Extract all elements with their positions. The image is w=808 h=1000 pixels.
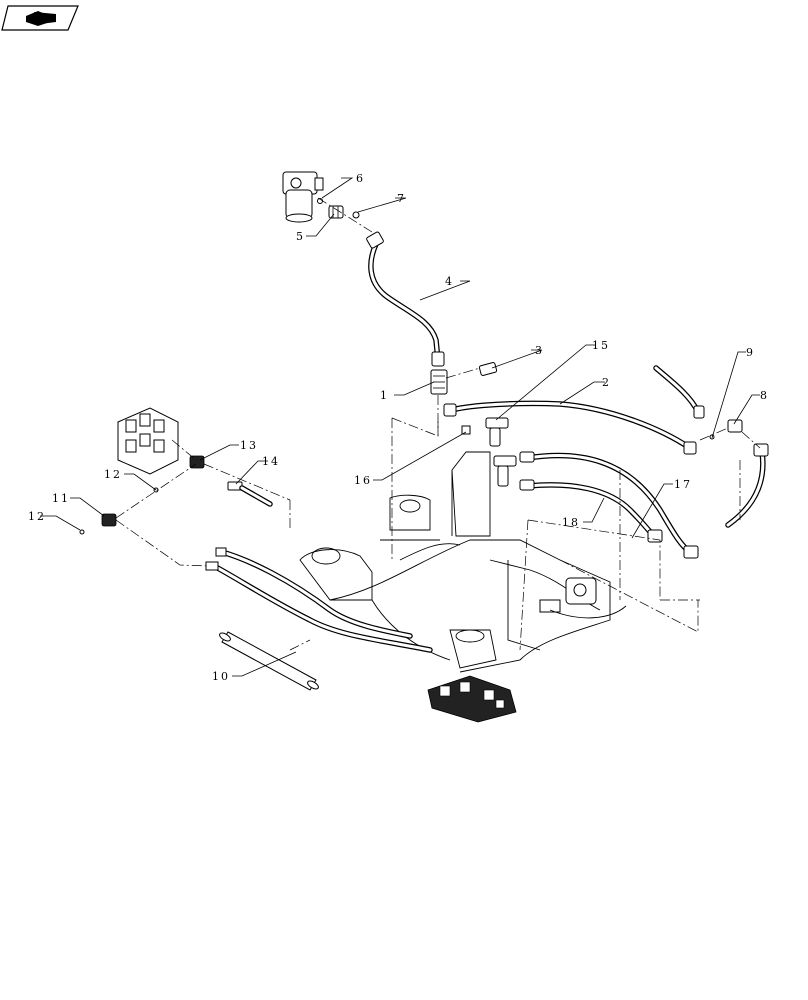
callout-5: 5 bbox=[296, 230, 305, 243]
callout-15: 15 bbox=[592, 339, 610, 352]
page-navigation-arrow-icon[interactable] bbox=[1, 5, 79, 31]
fitting-part-3 bbox=[478, 362, 498, 376]
hose-part-4 bbox=[366, 231, 445, 367]
fitting-part-5 bbox=[328, 205, 344, 219]
filter-housing bbox=[282, 171, 324, 223]
leader-lines bbox=[40, 177, 760, 677]
callout-1: 1 bbox=[380, 389, 389, 402]
hose-lower-right bbox=[725, 443, 769, 528]
callout-17: 17 bbox=[674, 478, 692, 491]
hose-upper-right bbox=[653, 365, 705, 419]
callout-6: 6 bbox=[356, 172, 365, 185]
machine-frame bbox=[299, 451, 611, 673]
fitting-part-13 bbox=[189, 455, 205, 469]
callout-9: 9 bbox=[746, 346, 755, 359]
hose-left-long bbox=[205, 547, 433, 653]
control-valve bbox=[117, 407, 179, 475]
callout-11: 11 bbox=[52, 492, 70, 505]
callout-12-upper: 12 bbox=[104, 468, 122, 481]
fitting-part-16-small bbox=[461, 425, 471, 435]
callout-14: 14 bbox=[262, 455, 280, 468]
callout-13: 13 bbox=[240, 439, 258, 452]
hose-part-17 bbox=[519, 451, 699, 559]
tee-fitting-part-1 bbox=[430, 369, 448, 395]
hydraulic-pump bbox=[427, 675, 517, 723]
tee-fitting-part-16 bbox=[493, 455, 517, 487]
callout-8: 8 bbox=[760, 389, 769, 402]
sleeve-part-10 bbox=[219, 631, 319, 691]
callout-labels: 1 2 3 4 5 6 7 8 9 10 11 12 12 13 14 15 1… bbox=[28, 172, 769, 683]
bracket-cluster bbox=[539, 577, 627, 619]
fitting-part-7 bbox=[352, 211, 360, 219]
tee-fitting-part-15 bbox=[485, 417, 509, 447]
fitting-part-8 bbox=[727, 419, 743, 433]
assembly-dash-lines bbox=[391, 417, 741, 651]
callout-4: 4 bbox=[445, 275, 454, 288]
hose-part-18 bbox=[519, 479, 663, 543]
hose-fitting-part-14 bbox=[227, 481, 273, 507]
callout-18: 18 bbox=[562, 516, 580, 529]
callout-3: 3 bbox=[535, 344, 544, 357]
callout-10: 10 bbox=[212, 670, 230, 683]
oring-part-12 bbox=[79, 487, 159, 535]
callout-2: 2 bbox=[602, 376, 611, 389]
callout-7: 7 bbox=[397, 192, 406, 205]
callout-12-left: 12 bbox=[28, 510, 46, 523]
callout-16: 16 bbox=[354, 474, 372, 487]
hose-part-2 bbox=[443, 400, 697, 455]
